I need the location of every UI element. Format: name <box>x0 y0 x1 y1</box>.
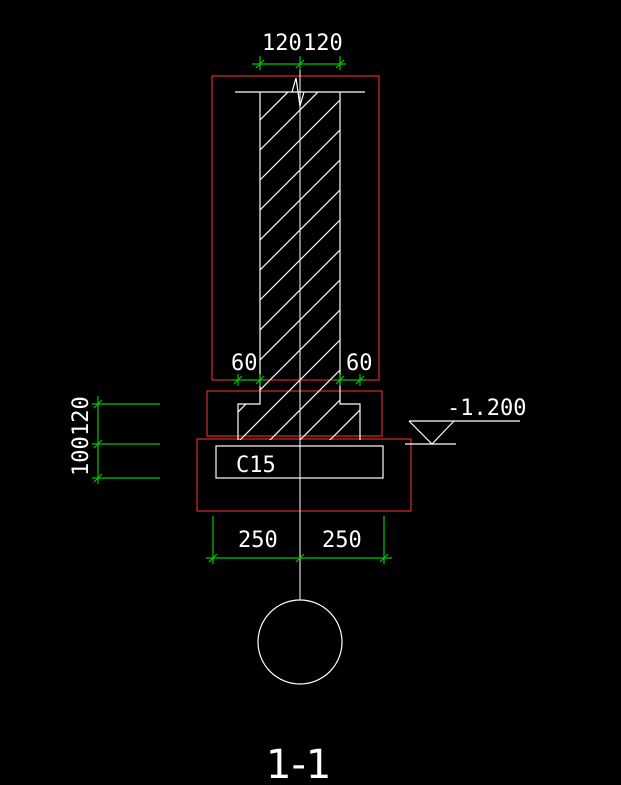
stepped-footing <box>237 382 361 440</box>
dim-top-right: 120 <box>303 31 343 56</box>
footing-outline <box>237 382 261 440</box>
step-dimensions <box>232 374 366 386</box>
dim-top-left: 120 <box>262 31 302 56</box>
dim-step-right: 60 <box>346 351 373 376</box>
vertical-dimensions <box>92 396 160 484</box>
dim-base-right: 250 <box>322 528 362 553</box>
highlight-boxes <box>196 75 412 512</box>
axis-circle <box>257 599 343 685</box>
dim-vertical-upper: 120 <box>69 396 94 436</box>
top-dimension <box>252 56 346 70</box>
dim-vertical-lower: 100 <box>69 436 94 476</box>
break-symbol <box>291 77 305 107</box>
wall <box>235 77 365 382</box>
bottom-dimension <box>206 516 392 564</box>
elevation-marker <box>405 420 520 445</box>
concrete-base-highlight-box <box>196 438 412 512</box>
wall-highlight-box <box>211 75 380 381</box>
concrete-base <box>215 445 384 479</box>
section-title: 1-1 <box>266 742 331 785</box>
footing-outline-right <box>339 382 361 440</box>
step-footing-highlight-box <box>206 390 383 437</box>
dim-base-left: 250 <box>238 528 278 553</box>
wall-hatch <box>260 92 340 382</box>
elevation-label: -1.200 <box>447 396 526 421</box>
dim-step-left: 60 <box>231 351 258 376</box>
material-label: C15 <box>236 453 276 478</box>
